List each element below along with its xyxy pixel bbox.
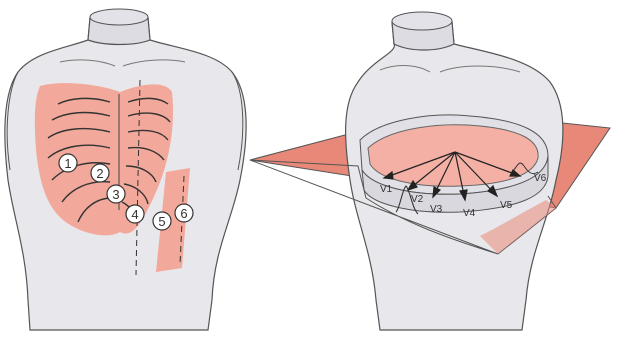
lead-label-v3: V3 <box>430 204 443 215</box>
lead-label-v1: V1 <box>380 184 393 195</box>
lead-label-v6: V6 <box>534 173 547 184</box>
left-torso-figure: 1 2 3 4 5 6 <box>5 9 246 330</box>
electrode-6: 6 <box>175 204 193 222</box>
electrode-4-label: 4 <box>131 207 138 222</box>
lead-label-v5: V5 <box>500 200 513 211</box>
electrode-1-label: 1 <box>64 156 71 171</box>
right-torso-figure: V1 V2 V3 V4 V5 V6 <box>250 12 610 330</box>
electrode-3-label: 3 <box>112 187 119 202</box>
electrode-5-label: 5 <box>158 214 165 229</box>
left-torso-neck-top <box>90 9 148 25</box>
electrode-4: 4 <box>126 205 144 223</box>
electrode-2: 2 <box>91 164 109 182</box>
electrode-1: 1 <box>59 154 77 172</box>
lead-label-v2: V2 <box>411 194 424 205</box>
right-torso-neck-top <box>392 12 452 30</box>
electrode-6-label: 6 <box>180 206 187 221</box>
electrode-3: 3 <box>107 185 125 203</box>
lead-label-v4: V4 <box>463 208 476 219</box>
electrode-2-label: 2 <box>96 166 103 181</box>
electrode-5: 5 <box>153 212 171 230</box>
